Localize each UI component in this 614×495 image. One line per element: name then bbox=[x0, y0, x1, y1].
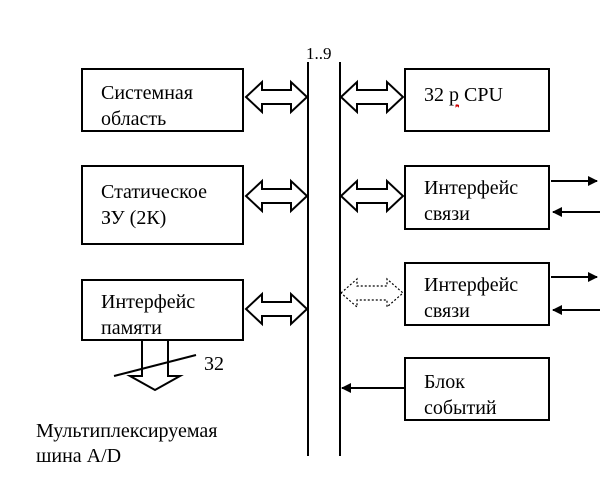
block-cpu: 32 р CPU bbox=[404, 68, 550, 132]
block-system-area: Системная область bbox=[81, 68, 244, 132]
double-arrow-static-ram bbox=[244, 178, 309, 214]
block-event-label: Блок событий bbox=[424, 371, 497, 419]
bus-label: 1..9 bbox=[306, 44, 332, 63]
double-arrow-comm-interface-2-dotted bbox=[340, 277, 404, 309]
block-cpu-label: 32 р CPU bbox=[424, 84, 503, 106]
block-memory-interface-label: Интерфейс памяти bbox=[101, 291, 196, 339]
double-arrow-memory-interface bbox=[244, 291, 309, 327]
block-comm-interface-1: Интерфейс связи bbox=[404, 165, 550, 230]
double-arrow-cpu bbox=[339, 79, 405, 115]
block-static-ram: Статическое ЗУ (2К) bbox=[81, 165, 244, 245]
block-memory-interface: Интерфейс памяти bbox=[81, 279, 244, 341]
block-static-ram-label: Статическое ЗУ (2К) bbox=[101, 181, 207, 229]
block-comm-interface-2: Интерфейс связи bbox=[404, 262, 550, 326]
memory-bus-width-slash bbox=[113, 354, 197, 377]
cpu-spellcheck-mark: р bbox=[449, 84, 459, 106]
block-event: Блок событий bbox=[404, 357, 550, 421]
mux-bus-label: Мультиплексируемая шина A/D bbox=[36, 420, 218, 467]
double-arrow-system-area bbox=[244, 79, 309, 115]
double-arrow-comm-interface-1 bbox=[339, 178, 405, 214]
memory-bus-width-label: 32 bbox=[204, 353, 224, 375]
block-system-area-label: Системная область bbox=[101, 82, 193, 130]
block-comm-interface-1-label: Интерфейс связи bbox=[424, 177, 519, 225]
block-comm-interface-2-label: Интерфейс связи bbox=[424, 274, 519, 322]
